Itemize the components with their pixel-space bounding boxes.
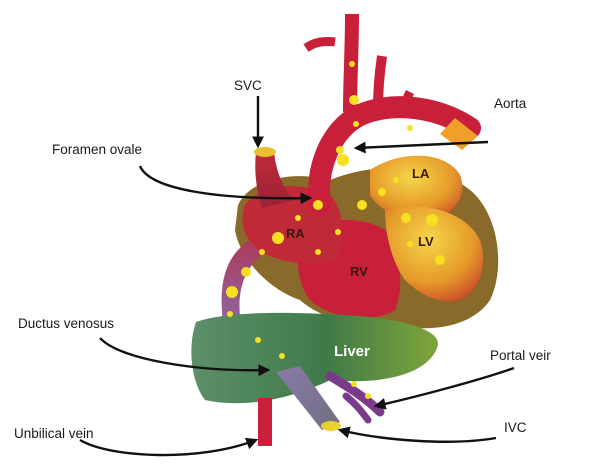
umbilical-vein-arrow xyxy=(80,440,256,455)
liver-label: Liver xyxy=(334,343,370,360)
la-label: LA xyxy=(412,166,430,181)
lv-label: LV xyxy=(418,234,434,249)
aorta-arrow xyxy=(356,142,488,148)
ductus-venosus-label: Ductus venosus xyxy=(18,316,114,331)
subclavian-vessel xyxy=(404,92,410,110)
ivc-label: IVC xyxy=(504,420,527,435)
svc-label: SVC xyxy=(234,78,262,93)
ivc-arrow xyxy=(340,430,496,442)
neck-branch-vessel xyxy=(306,41,335,48)
ivc-opening xyxy=(321,421,341,431)
svc-opening xyxy=(254,147,276,157)
ra-label: RA xyxy=(286,226,305,241)
umbilical-vein-label: Unbilical vein xyxy=(14,426,94,441)
rv-label: RV xyxy=(350,264,368,279)
aorta-label: Aorta xyxy=(494,96,527,111)
foramen-ovale-label: Foramen ovale xyxy=(52,142,142,157)
carotid-vessel xyxy=(378,56,382,108)
umbilical-vein-vessel xyxy=(258,398,272,446)
portal-vein-label: Portal veir xyxy=(490,348,551,363)
